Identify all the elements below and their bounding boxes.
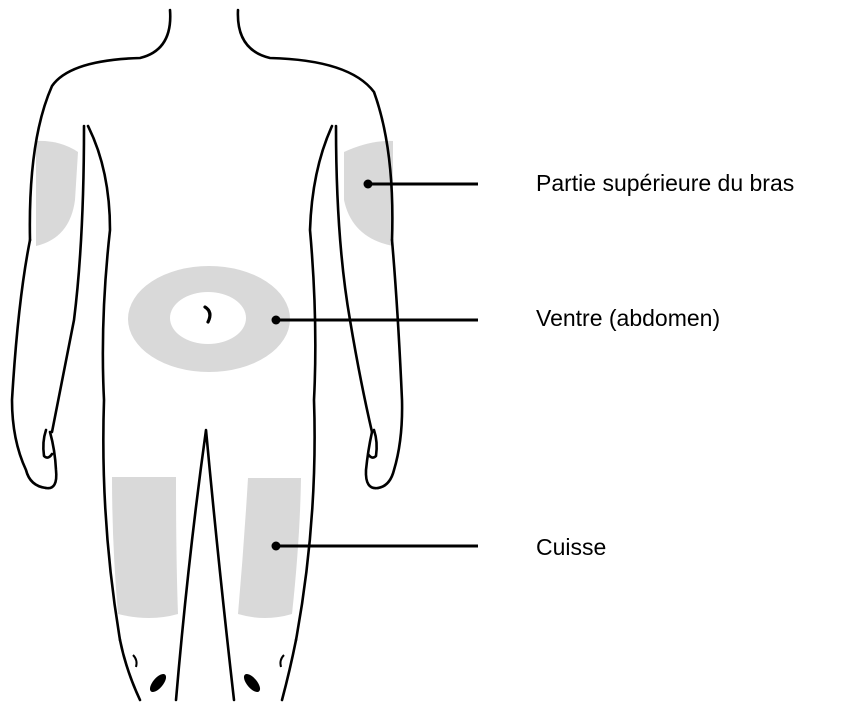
left-leg-outer: [120, 640, 140, 700]
navel: [205, 307, 210, 322]
thigh-label: Cuisse: [536, 534, 606, 561]
right-upper-arm-zone: [344, 141, 393, 246]
crotch: [176, 430, 234, 700]
abdomen-label: Ventre (abdomen): [536, 305, 720, 332]
right-torso-side: [296, 126, 332, 640]
right-leg-outer: [282, 640, 296, 700]
knee-marks: [133, 655, 284, 695]
right-thigh-zone: [238, 478, 301, 618]
right-hand: [366, 430, 378, 488]
upper-arm-label: Partie supérieure du bras: [536, 170, 794, 197]
left-hand: [43, 430, 56, 488]
left-upper-arm-zone: [36, 141, 78, 246]
left-arm-outer: [12, 240, 46, 488]
right-arm-outer: [378, 240, 402, 488]
left-thigh-zone: [112, 477, 178, 618]
